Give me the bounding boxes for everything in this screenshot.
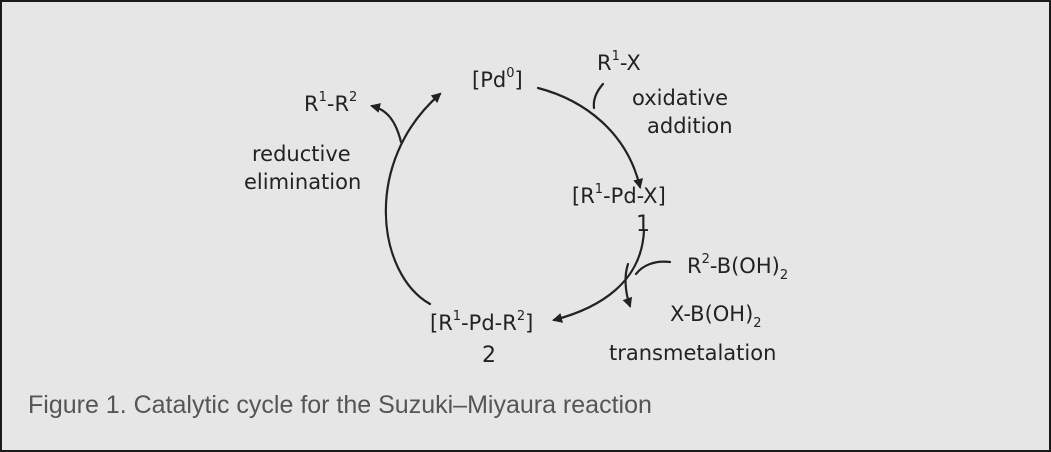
transmetalation-label: transmetalation (609, 341, 776, 365)
arc-intermediate-2-to-pd0 (384, 92, 442, 306)
boronic-acid-label: R2-B(OH)2 (687, 252, 788, 283)
arc-byproduct-leaving (622, 262, 633, 308)
arc-boronic-acid-entering (634, 260, 672, 276)
arc-r1x-entering (592, 82, 605, 110)
boron-byproduct-label: X-B(OH)2 (670, 302, 762, 331)
oxidative-addition-label-line2: addition (647, 114, 733, 138)
arc-pd0-to-intermediate-1 (536, 86, 644, 189)
intermediate-1-number: 1 (636, 212, 650, 237)
intermediate-2-number: 2 (482, 343, 496, 368)
arc-product-leaving (370, 103, 403, 144)
intermediate-1-label: [R1-Pd-X] (572, 182, 666, 208)
reductive-elimination-label-line2: elimination (244, 170, 361, 194)
r1x-label: R1-X (597, 49, 641, 75)
pd0-label: [Pd0] (472, 66, 523, 92)
product-label: R1-R2 (304, 90, 357, 116)
oxidative-addition-label-line1: oxidative (632, 86, 728, 110)
reductive-elimination-label-line1: reductive (252, 142, 351, 166)
arc-intermediate-1-to-intermediate-2 (552, 228, 646, 323)
figure-caption: Figure 1. Catalytic cycle for the Suzuki… (28, 391, 652, 419)
intermediate-2-label: [R1-Pd-R2] (430, 309, 533, 335)
